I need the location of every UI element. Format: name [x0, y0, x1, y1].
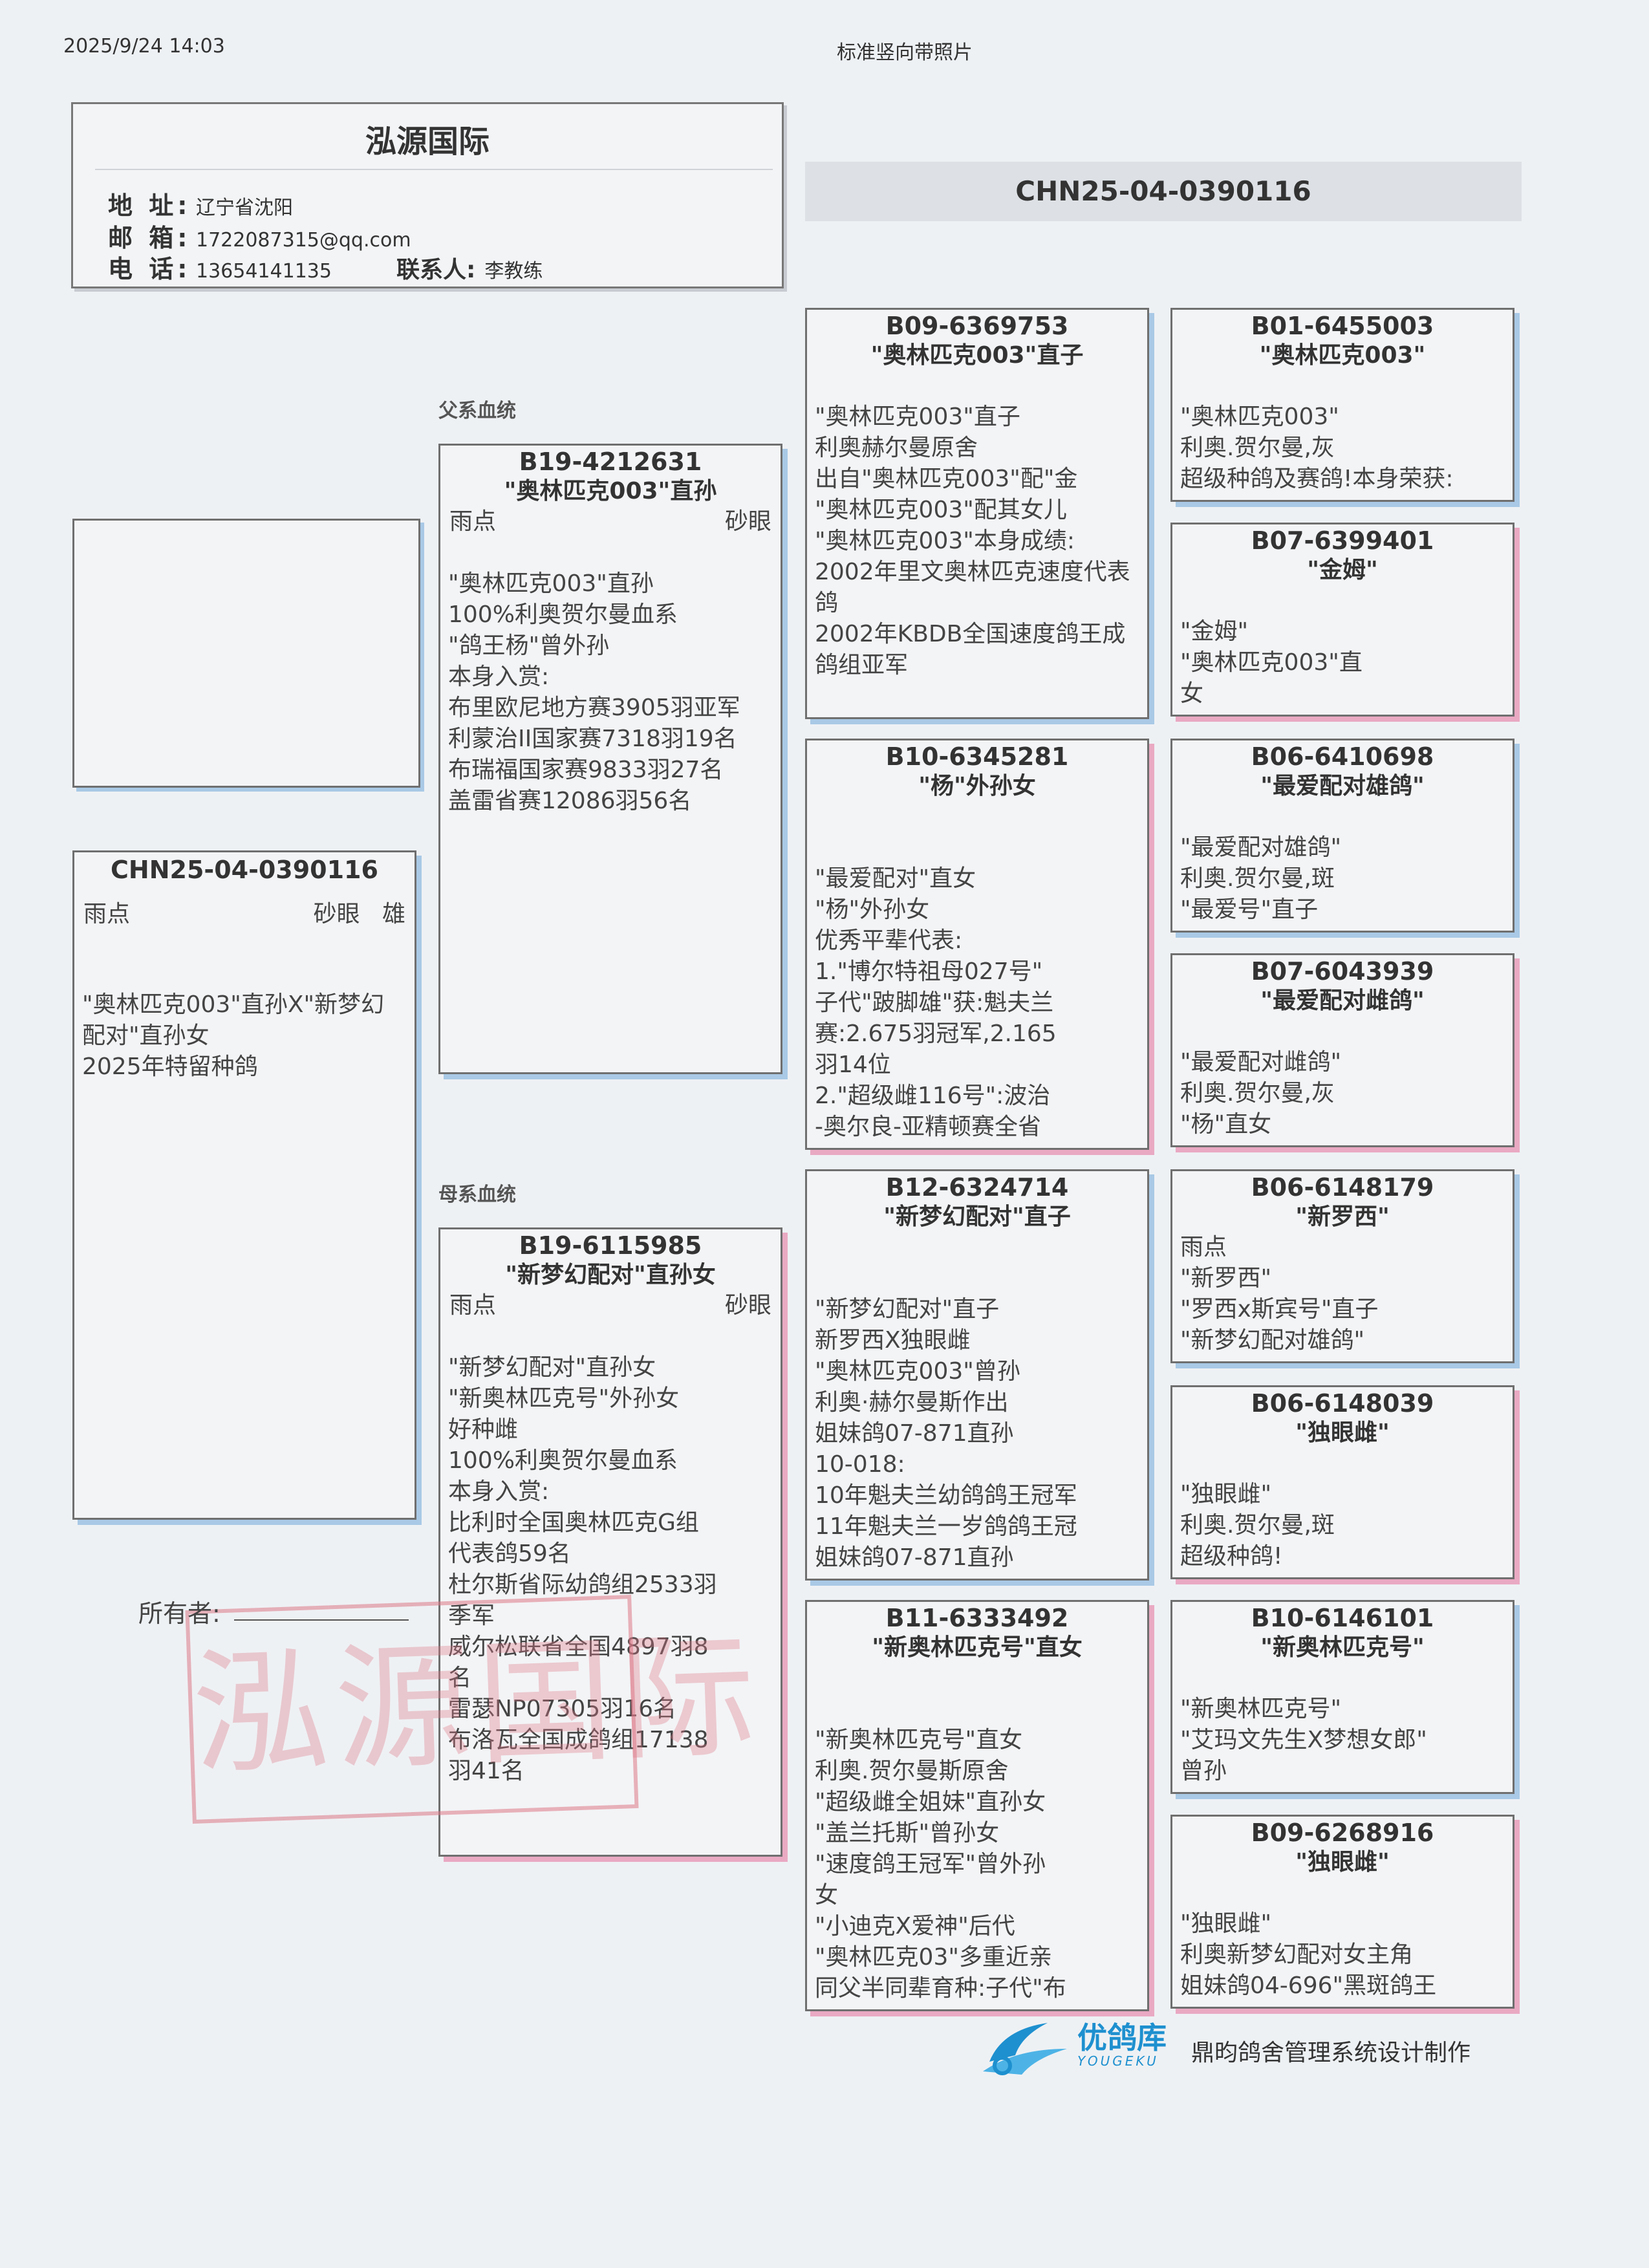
email-value: 1722087315@qq.com [196, 229, 411, 252]
gp-ring: B09-6369753 [885, 312, 1069, 340]
dam-name: "新梦幻配对"直孙女 [505, 1262, 716, 1288]
granddam-paternal-box: B10-6345281 "杨"外孙女 "最爱配对"直女 "杨"外孙女 优秀平辈代… [805, 739, 1149, 1150]
gp-name: "奥林匹克003"直子 [870, 342, 1084, 369]
print-datetime: 2025/9/24 14:03 [63, 35, 225, 58]
ggp-box-4: B07-6043939 "最爱配对雌鸽" "最爱配对雌鸽" 利奥.贺尔曼,灰 "… [1170, 953, 1514, 1147]
subject-color: 雨点 [83, 901, 131, 927]
club-name: 泓源国际 [365, 124, 490, 160]
ggp-notes: "奥林匹克003" 利奥.贺尔曼,灰 超级种鸽及赛鸽!本身荣获: [1180, 404, 1454, 492]
ggp-box-7: B10-6146101 "新奥林匹克号" "新奥林匹克号" "艾玛文先生X梦想女… [1170, 1600, 1514, 1794]
ggp-name: "奥林匹克003" [1259, 342, 1426, 369]
ggp-name: "最爱配对雌鸽" [1260, 988, 1425, 1014]
sire-attributes: 雨点 砂眼 [440, 506, 781, 537]
ggp-name: "新奥林匹克号" [1260, 1634, 1425, 1661]
club-seal-stamp: 泓源国际 [185, 1595, 764, 1824]
footer-credit: 鼎昀鸽舍管理系统设计制作 [1191, 2040, 1471, 2066]
owner-label: 所有者: [138, 1599, 221, 1628]
ggp-name: "最爱配对雄鸽" [1260, 773, 1425, 799]
yougeku-logo: 优鸽库 YOUGEKU [976, 2010, 1167, 2081]
ggp-ring: B07-6043939 [1251, 957, 1434, 986]
gp-notes: "新奥林匹克号"直女 利奥.贺尔曼斯原舍 "超级雌全姐妹"直孙女 "盖兰托斯"曾… [815, 1727, 1066, 2002]
ggp-box-3: B06-6410698 "最爱配对雄鸽" "最爱配对雄鸽" 利奥.贺尔曼,斑 "… [1170, 739, 1514, 933]
dam-attributes: 雨点 砂眼 [440, 1290, 781, 1321]
ggp-notes: "最爱配对雄鸽" 利奥.贺尔曼,斑 "最爱号"直子 [1180, 834, 1342, 923]
ggp-ring: B09-6268916 [1251, 1819, 1434, 1847]
ggp-name: "独眼雌" [1295, 1420, 1390, 1446]
grandsire-maternal-box: B12-6324714 "新梦幻配对"直子 "新梦幻配对"直子 新罗西X独眼雌 … [805, 1169, 1149, 1581]
logo-text-cn: 优鸽库 [1077, 2020, 1167, 2055]
gp-name: "杨"外孙女 [918, 773, 1036, 799]
ggp-notes: "最爱配对雌鸽" 利奥.贺尔曼,灰 "杨"直女 [1180, 1049, 1342, 1138]
ggp-name: "新罗西" [1295, 1204, 1390, 1230]
ggp-name: "金姆" [1307, 557, 1378, 583]
subject-sex: 雄 [382, 901, 405, 927]
ggp-box-2: B07-6399401 "金姆" "金姆" "奥林匹克003"直 女 [1170, 523, 1514, 717]
gp-name: "新梦幻配对"直子 [883, 1204, 1071, 1230]
gp-ring: B11-6333492 [885, 1604, 1069, 1632]
subject-attributes: 雨点 砂眼 雄 [74, 899, 415, 930]
dam-eye: 砂眼 [724, 1292, 771, 1319]
sire-eye: 砂眼 [724, 508, 771, 535]
sire-line-label: 父系血统 [438, 400, 516, 422]
swirl-logo-icon [983, 2023, 1067, 2075]
email-row: 邮 箱: 1722087315@qq.com [108, 218, 411, 254]
gp-notes: "最爱配对"直女 "杨"外孙女 优秀平辈代表: 1."博尔特祖母027号" 子代… [815, 865, 1057, 1140]
logo-text-en: YOUGEKU [1077, 2053, 1159, 2069]
gp-ring: B12-6324714 [885, 1173, 1069, 1202]
sire-name: "奥林匹克003"直孙 [504, 478, 717, 504]
gp-name: "新奥林匹克号"直女 [872, 1634, 1083, 1661]
ggp-box-5: B06-6148179 "新罗西" 雨点 "新罗西" "罗西x斯宾号"直子 "新… [1170, 1169, 1514, 1363]
address-label: 地 址: [108, 191, 191, 220]
gp-notes: "新梦幻配对"直子 新罗西X独眼雌 "奥林匹克003"曾孙 利奥·赫尔曼斯作出 … [815, 1296, 1077, 1571]
subject-ring: CHN25-04-0390116 [111, 856, 378, 884]
phone-row: 电 话: 13654141135 联系人: 李教练 [108, 249, 543, 285]
sire-ring: B19-4212631 [519, 448, 702, 476]
gp-notes: "奥林匹克003"直子 利奥赫尔曼原舍 出自"奥林匹克003"配"金 "奥林匹克… [815, 404, 1130, 678]
dam-ring: B19-6115985 [519, 1231, 702, 1260]
bird-ring-banner: CHN25-04-0390116 [805, 162, 1522, 221]
subject-eye: 砂眼 [313, 901, 360, 927]
phone-label: 电 话: [108, 255, 191, 283]
ggp-box-6: B06-6148039 "独眼雌" "独眼雌" 利奥.贺尔曼,斑 超级种鸽! [1170, 1385, 1514, 1579]
sire-box: B19-4212631 "奥林匹克003"直孙 雨点 砂眼 "奥林匹克003"直… [438, 444, 782, 1074]
sire-notes: "奥林匹克003"直孙 100%利奥贺尔曼血系 "鸽王杨"曾外孙 本身入赏: 布… [448, 570, 740, 814]
contact-value: 李教练 [484, 260, 543, 283]
ggp-ring: B06-6410698 [1251, 742, 1434, 771]
sire-color: 雨点 [449, 508, 497, 535]
grandsire-paternal-box: B09-6369753 "奥林匹克003"直子 "奥林匹克003"直子 利奥赫尔… [805, 308, 1149, 719]
dam-line-label: 母系血统 [438, 1183, 516, 1206]
ggp-ring: B06-6148039 [1251, 1389, 1434, 1418]
ggp-notes: 雨点 "新罗西" "罗西x斯宾号"直子 "新梦幻配对雄鸽" [1180, 1234, 1379, 1354]
ggp-ring: B01-6455003 [1251, 312, 1434, 340]
granddam-maternal-box: B11-6333492 "新奥林匹克号"直女 "新奥林匹克号"直女 利奥.贺尔曼… [805, 1600, 1149, 2011]
club-info-box: 泓源国际 地 址: 辽宁省沈阳 邮 箱: 1722087315@qq.com 电… [71, 102, 784, 288]
ggp-box-1: B01-6455003 "奥林匹克003" "奥林匹克003" 利奥.贺尔曼,灰… [1170, 308, 1514, 502]
gp-ring: B10-6345281 [885, 742, 1069, 771]
template-name: 标准竖向带照片 [837, 41, 973, 64]
club-divider [95, 169, 773, 170]
contact-label: 联系人: [396, 257, 476, 283]
stamp-text: 泓源国际 [189, 1616, 764, 1795]
ggp-box-8: B09-6268916 "独眼雌" "独眼雌" 利奥新梦幻配对女主角 姐妹鸽04… [1170, 1815, 1514, 2009]
photo-placeholder [72, 519, 420, 788]
address-row: 地 址: 辽宁省沈阳 [108, 186, 293, 221]
ggp-name: "独眼雌" [1295, 1849, 1390, 1875]
owner-signature-line [234, 1619, 409, 1621]
dam-box: B19-6115985 "新梦幻配对"直孙女 雨点 砂眼 "新梦幻配对"直孙女 … [438, 1227, 782, 1857]
dam-notes: "新梦幻配对"直孙女 "新奥林匹克号"外孙女 好种雌 100%利奥贺尔曼血系 本… [448, 1354, 717, 1784]
subject-notes: "奥林匹克003"直孙X"新梦幻配对"直孙女 2025年特留种鸽 [82, 991, 385, 1080]
phone-value: 13654141135 [196, 260, 332, 283]
ggp-notes: "新奥林匹克号" "艾玛文先生X梦想女郎" 曾孙 [1180, 1696, 1427, 1784]
email-label: 邮 箱: [108, 224, 191, 252]
ggp-ring: B10-6146101 [1251, 1604, 1434, 1632]
ggp-notes: "独眼雌" 利奥.贺尔曼,斑 超级种鸽! [1180, 1481, 1335, 1570]
ggp-notes: "独眼雌" 利奥新梦幻配对女主角 姐妹鸽04-696"黑斑鸽王 [1180, 1910, 1437, 1999]
subject-bird-box: CHN25-04-0390116 雨点 砂眼 雄 "奥林匹克003"直孙X"新梦… [72, 850, 416, 1520]
ggp-notes: "金姆" "奥林匹克003"直 女 [1180, 618, 1363, 707]
dam-color: 雨点 [449, 1292, 497, 1319]
address-value: 辽宁省沈阳 [196, 197, 293, 219]
ggp-ring: B06-6148179 [1251, 1173, 1434, 1202]
ggp-ring: B07-6399401 [1251, 526, 1434, 555]
